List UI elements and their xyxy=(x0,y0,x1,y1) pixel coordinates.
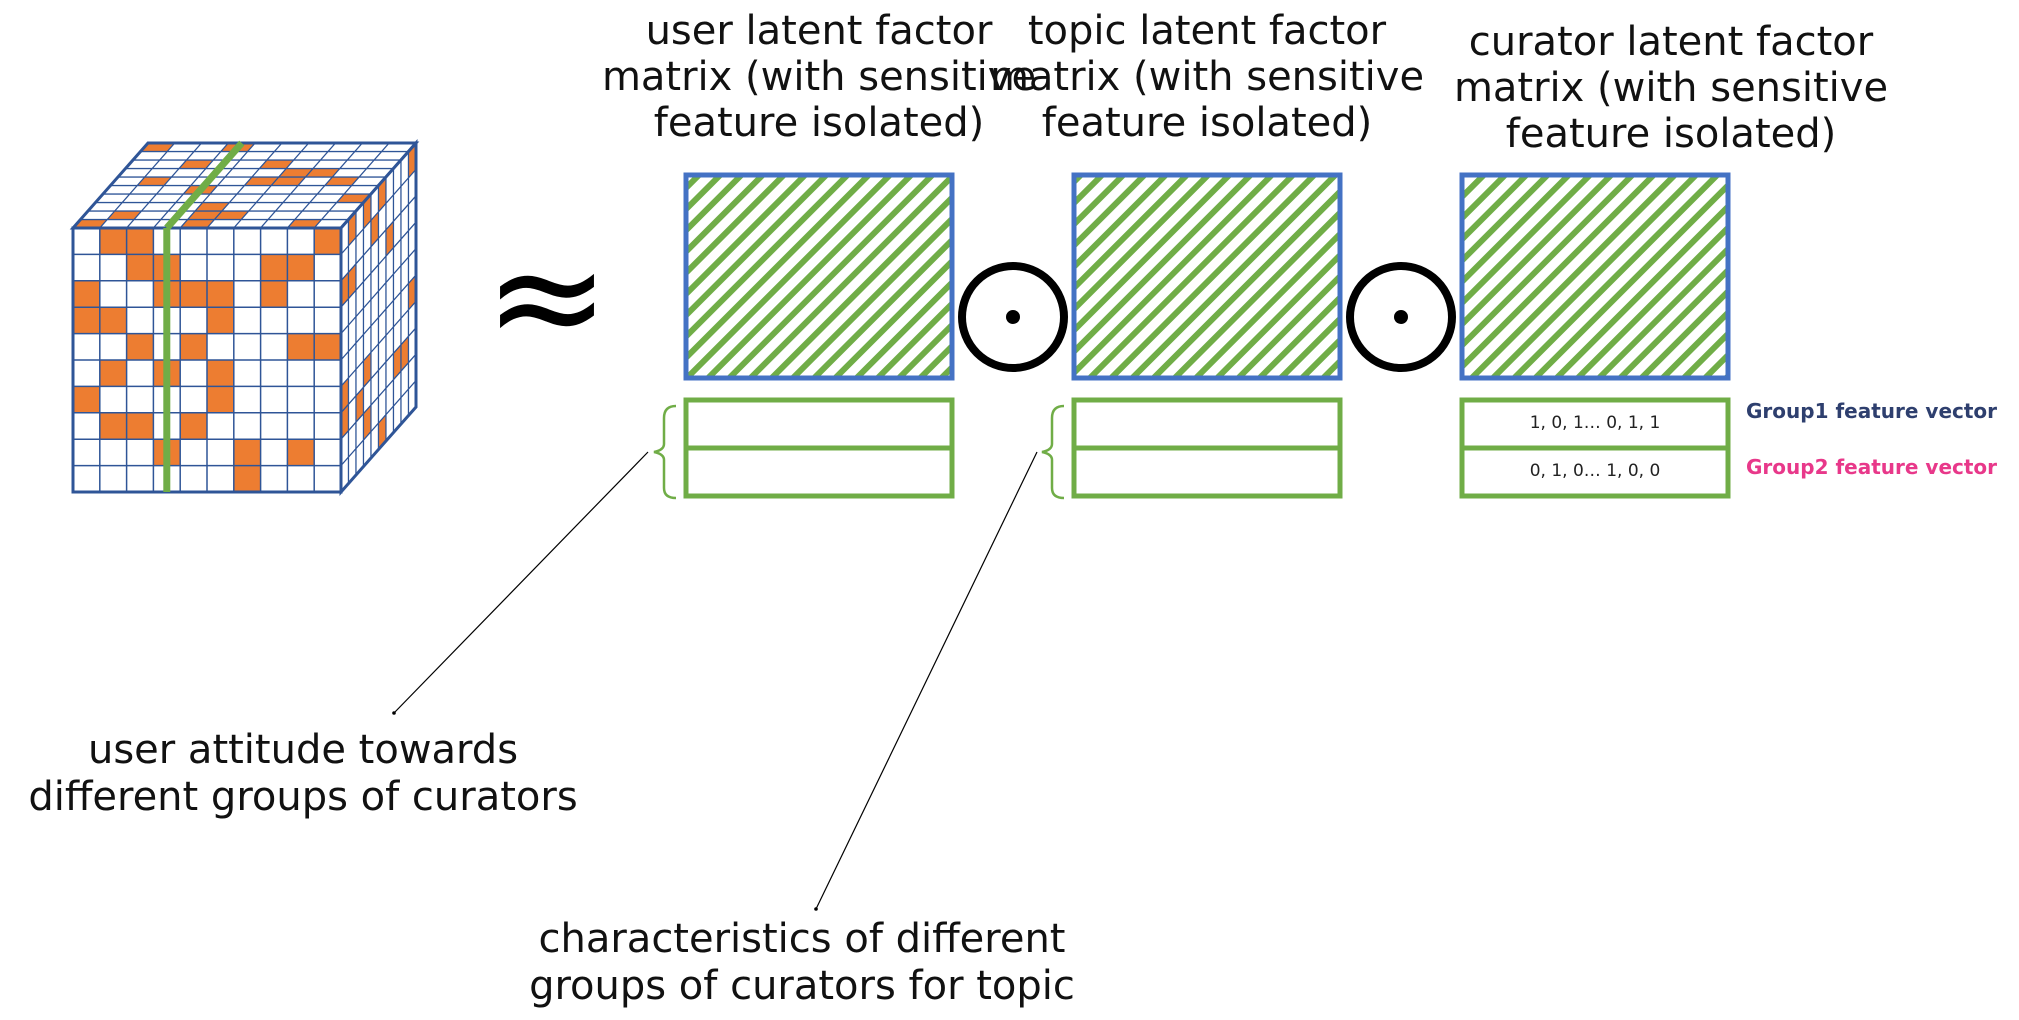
user-group1-row xyxy=(683,397,955,451)
group1-vector-values: 1, 0, 1… 0, 1, 1 xyxy=(1529,413,1661,433)
tensor-cell-filled xyxy=(207,360,234,387)
tensor-cell-filled xyxy=(260,254,288,281)
tensor-cell-filled xyxy=(207,280,234,308)
user-group2-row xyxy=(683,445,955,499)
tensor-cell-filled xyxy=(73,386,100,413)
tensor-cell-filled xyxy=(99,228,127,255)
product-operator-1 xyxy=(958,262,1068,372)
cube-top-face xyxy=(69,141,420,230)
group1-label: Group1 feature vector xyxy=(1746,399,1998,423)
curator-latent-block xyxy=(1459,172,1731,381)
user-pointer-line xyxy=(393,451,649,714)
tensor-cell-filled xyxy=(287,333,315,360)
group2-vector-values: 0, 1, 0… 1, 0, 0 xyxy=(1529,461,1661,481)
cube-front-face xyxy=(71,226,343,494)
tensor-cell-filled xyxy=(207,307,234,334)
user-matrix xyxy=(653,172,955,500)
tensor-cell-filled xyxy=(73,307,100,334)
pointer-lines xyxy=(392,451,1038,911)
tensor-cell-filled xyxy=(180,280,207,308)
approx-symbol: ≈ xyxy=(484,210,610,384)
tensor-cell-filled xyxy=(233,465,261,492)
tensor-cell-filled xyxy=(73,280,100,308)
user-matrix-title: user latent factor matrix (with sensitiv… xyxy=(601,8,1037,146)
tensor-cell-filled xyxy=(287,254,315,281)
tensor-cell-filled xyxy=(314,333,341,360)
tensor-cell-filled xyxy=(207,386,234,413)
user-annotation: user attitude towards different groups o… xyxy=(28,727,578,820)
tensor-cell-filled xyxy=(126,412,154,440)
tensor-cell-filled xyxy=(314,228,341,255)
tensor-cube xyxy=(69,139,420,496)
curator-matrix-title: curator latent factor matrix (with sensi… xyxy=(1453,19,1889,157)
topic-latent-block xyxy=(1071,172,1343,381)
group2-label: Group2 feature vector xyxy=(1746,455,1998,479)
cube-side-face xyxy=(339,139,418,496)
topic-pointer-line xyxy=(815,451,1038,910)
user-latent-block xyxy=(683,172,955,381)
curator-matrix xyxy=(1459,172,1731,499)
topic-group2-row xyxy=(1071,445,1343,499)
tensor-cell-filled xyxy=(126,333,154,360)
cube-slice-line xyxy=(163,140,245,492)
topic-group1-row xyxy=(1071,397,1343,451)
tensor-cell-filled xyxy=(180,333,207,360)
topic-brace xyxy=(1041,404,1065,500)
tensor-cell-filled xyxy=(287,439,315,466)
topic-matrix xyxy=(1041,172,1343,500)
tensor-cell-filled xyxy=(99,360,127,387)
tensor-cell-filled xyxy=(260,280,288,308)
tensor-cell-filled xyxy=(99,307,127,334)
tensor-cell-filled xyxy=(180,412,207,440)
tensor-cell-filled xyxy=(126,228,154,255)
user-brace xyxy=(653,404,677,500)
topic-matrix-title: topic latent factor matrix (with sensiti… xyxy=(989,8,1425,146)
topic-annotation: characteristics of different groups of c… xyxy=(529,916,1075,1009)
tensor-cell-filled xyxy=(233,439,261,466)
product-operator-2 xyxy=(1346,262,1456,372)
tensor-cell-filled xyxy=(126,254,154,281)
curator-group2-row xyxy=(1459,445,1731,499)
tensor-cell-filled xyxy=(99,412,127,440)
curator-group1-row xyxy=(1459,397,1731,451)
